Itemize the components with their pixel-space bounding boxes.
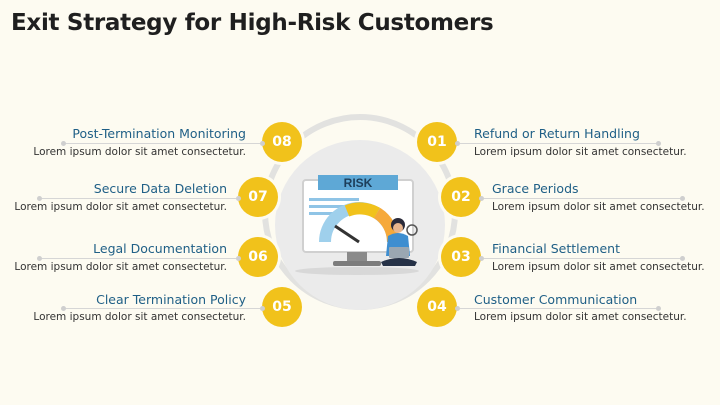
item-desc-04: Lorem ipsum dolor sit amet consectetur. [474,311,687,323]
item-desc-05: Lorem ipsum dolor sit amet consectetur. [33,311,246,323]
risk-illustration: RISK [295,175,419,275]
connector-03 [479,256,685,261]
step-badge-01: 01 [417,122,457,162]
connector-04 [455,306,661,311]
laptop-icon [389,247,409,258]
step-badge-06: 06 [238,237,278,277]
step-badge-05: 05 [262,287,302,327]
connector-08 [61,141,265,146]
item-title-02: Grace Periods [492,181,579,196]
connector-07 [37,196,241,201]
item-title-07: Secure Data Deletion [93,181,227,196]
item-title-03: Financial Settlement [492,241,620,256]
item-title-08: Post-Termination Monitoring [72,126,246,141]
connector-06 [37,256,241,261]
magnifier-icon [406,224,418,236]
item-title-04: Customer Communication [474,292,638,307]
step-badge-08: 08 [262,122,302,162]
item-desc-06: Lorem ipsum dolor sit amet consectetur. [14,261,227,273]
connector-05 [61,306,265,311]
item-desc-03: Lorem ipsum dolor sit amet consectetur. [492,261,705,273]
item-title-01: Refund or Return Handling [474,126,640,141]
step-badge-02: 02 [441,177,481,217]
step-badge-03: 03 [441,237,481,277]
step-badge-04: 04 [417,287,457,327]
connector-02 [479,196,685,201]
item-title-05: Clear Termination Policy [96,292,246,307]
risk-sign-label: RISK [344,176,373,190]
connector-01 [455,141,661,146]
item-desc-01: Lorem ipsum dolor sit amet consectetur. [474,146,687,158]
item-desc-08: Lorem ipsum dolor sit amet consectetur. [33,146,246,158]
step-badge-07: 07 [238,177,278,217]
page-title: Exit Strategy for High-Risk Customers [11,10,494,36]
risk-sign-icon [318,175,398,190]
item-desc-07: Lorem ipsum dolor sit amet consectetur. [14,201,227,213]
item-title-06: Legal Documentation [93,241,227,256]
item-desc-02: Lorem ipsum dolor sit amet consectetur. [492,201,705,213]
